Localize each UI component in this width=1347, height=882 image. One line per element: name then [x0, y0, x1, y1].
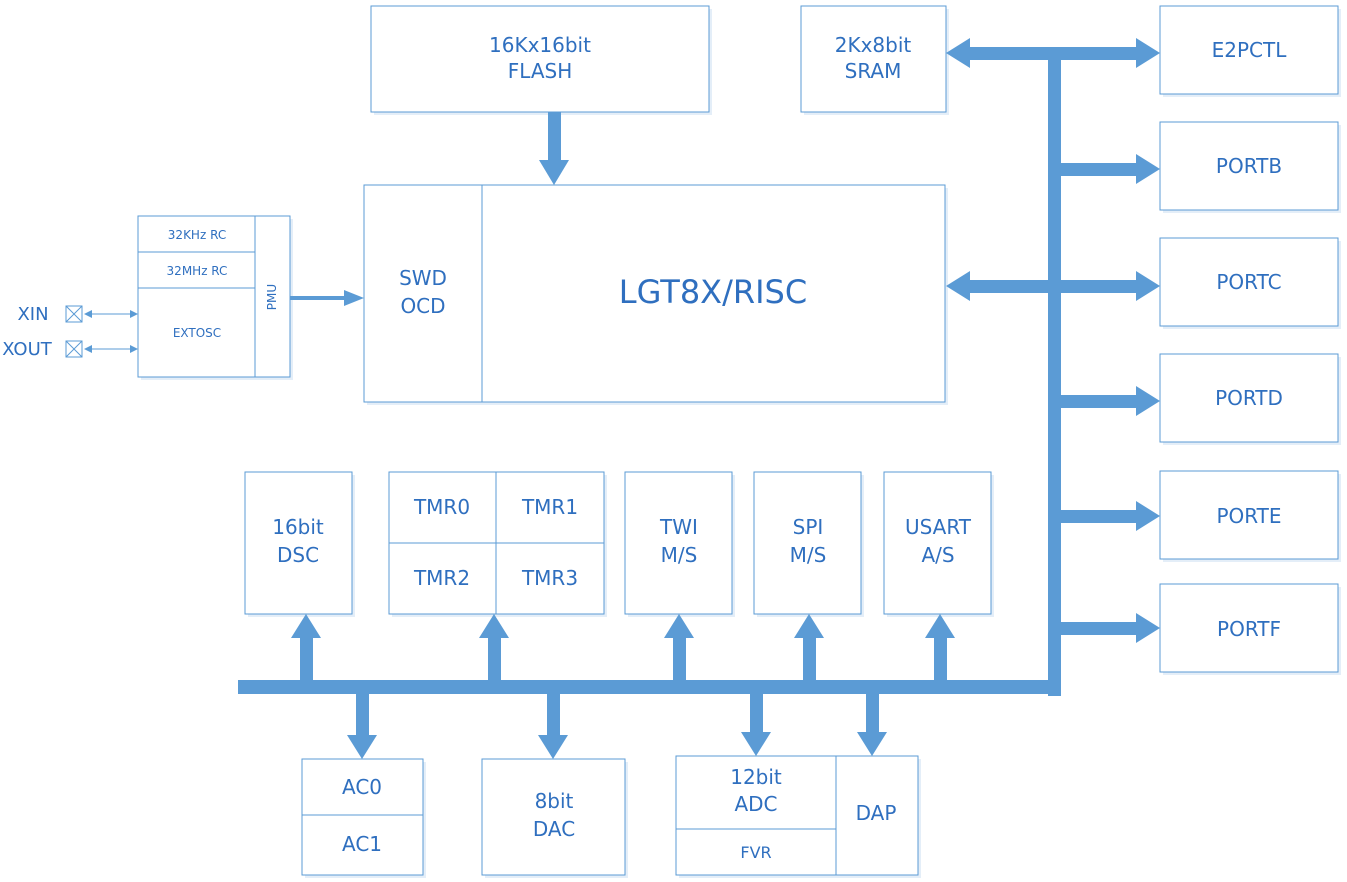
sram-line2: SRAM: [845, 59, 902, 83]
rc32k-label: 32KHz RC: [168, 228, 226, 242]
spi-arrowhead: [794, 614, 824, 638]
port-label: PORTC: [1216, 270, 1281, 294]
sram-arrowhead: [946, 38, 970, 68]
dac-arrowhead: [538, 735, 568, 759]
adc-block: 12bit ADC FVR DAP: [675, 755, 921, 878]
port-b: PORTB: [1159, 121, 1341, 213]
flash-line1: 16Kx16bit: [489, 33, 591, 57]
tmr2-label: TMR2: [413, 566, 470, 590]
porte-arrowhead: [1136, 501, 1160, 531]
debug-line2: OCD: [400, 294, 445, 318]
port-f: PORTF: [1159, 583, 1341, 675]
usart-line2: A/S: [921, 543, 954, 567]
adc-arrowhead: [741, 732, 771, 756]
portf-arrowhead: [1136, 613, 1160, 643]
flash-line2: FLASH: [508, 59, 573, 83]
dsc-arrowhead: [291, 614, 321, 638]
spi-line2: M/S: [790, 543, 827, 567]
fvr-label: FVR: [740, 843, 771, 862]
usart-line1: USART: [905, 515, 972, 539]
rc32m-label: 32MHz RC: [167, 264, 228, 278]
e2pctl-arrowhead: [1136, 38, 1160, 68]
spi-line1: SPI: [793, 515, 824, 539]
dsc-line1: 16bit: [272, 515, 324, 539]
dsc-line2: DSC: [277, 543, 319, 567]
pin-xin: XIN: [17, 304, 138, 325]
twi-block: TWI M/S: [624, 471, 735, 617]
port-e: PORTE: [1159, 470, 1341, 562]
adc-line2: ADC: [734, 792, 777, 816]
usart-block: USART A/S: [883, 471, 994, 617]
sram-block: 2Kx8bit SRAM: [800, 5, 949, 115]
portd-arrowhead: [1136, 386, 1160, 416]
pin-xout: XOUT: [2, 339, 138, 360]
twi-arrowhead: [664, 614, 694, 638]
flash-block: 16Kx16bit FLASH: [370, 5, 712, 115]
twi-line2: M/S: [661, 543, 698, 567]
dap-arrowhead: [857, 732, 887, 756]
port-label: E2PCTL: [1212, 38, 1288, 62]
dac-block: 8bit DAC: [481, 758, 628, 878]
port-label: PORTE: [1216, 504, 1281, 528]
vertical-bus: [1048, 52, 1061, 696]
flash-arrowhead: [539, 160, 569, 185]
portc-arrowhead: [1136, 271, 1160, 301]
horizontal-bus: [238, 680, 1061, 694]
dac-line2: DAC: [533, 817, 575, 841]
port-c: PORTC: [1159, 237, 1341, 329]
adc-line1: 12bit: [730, 765, 782, 789]
tmr0-label: TMR0: [413, 495, 470, 519]
dap-label: DAP: [856, 801, 897, 825]
sram-line1: 2Kx8bit: [835, 33, 912, 57]
timers-arrowhead: [479, 614, 509, 638]
bus-network: [238, 38, 1160, 759]
clock-block: 32KHz RC 32MHz RC EXTOSC PMU: [137, 215, 293, 380]
ac-arrowhead: [347, 735, 377, 759]
port-label: PORTD: [1215, 386, 1283, 410]
tmr3-label: TMR3: [521, 566, 578, 590]
tmr1-label: TMR1: [521, 495, 578, 519]
pmu-label: PMU: [265, 284, 279, 310]
port-d: PORTD: [1159, 353, 1341, 445]
debug-line1: SWD: [399, 266, 447, 290]
core-block: SWD OCD LGT8X/RISC: [363, 184, 948, 405]
port-label: PORTB: [1216, 154, 1282, 178]
timers-block: TMR0 TMR1 TMR2 TMR3: [388, 471, 607, 617]
spi-block: SPI M/S: [753, 471, 864, 617]
ac1-label: AC1: [342, 832, 382, 856]
xin-label: XIN: [17, 304, 48, 325]
core-arrowhead: [946, 271, 970, 301]
portb-arrowhead: [1136, 154, 1160, 184]
port-e2pctl: E2PCTL: [1159, 5, 1341, 97]
extosc-label: EXTOSC: [173, 326, 221, 340]
ac-block: AC0 AC1: [301, 758, 426, 878]
dsc-block: 16bit DSC: [244, 471, 355, 617]
port-label: PORTF: [1217, 617, 1281, 641]
xout-label: XOUT: [2, 339, 53, 360]
ac0-label: AC0: [342, 775, 382, 799]
pmu-arrowhead: [344, 290, 364, 306]
core-name: LGT8X/RISC: [619, 273, 807, 311]
dac-line1: 8bit: [535, 789, 574, 813]
usart-arrowhead: [925, 614, 955, 638]
twi-line1: TWI: [659, 515, 698, 539]
